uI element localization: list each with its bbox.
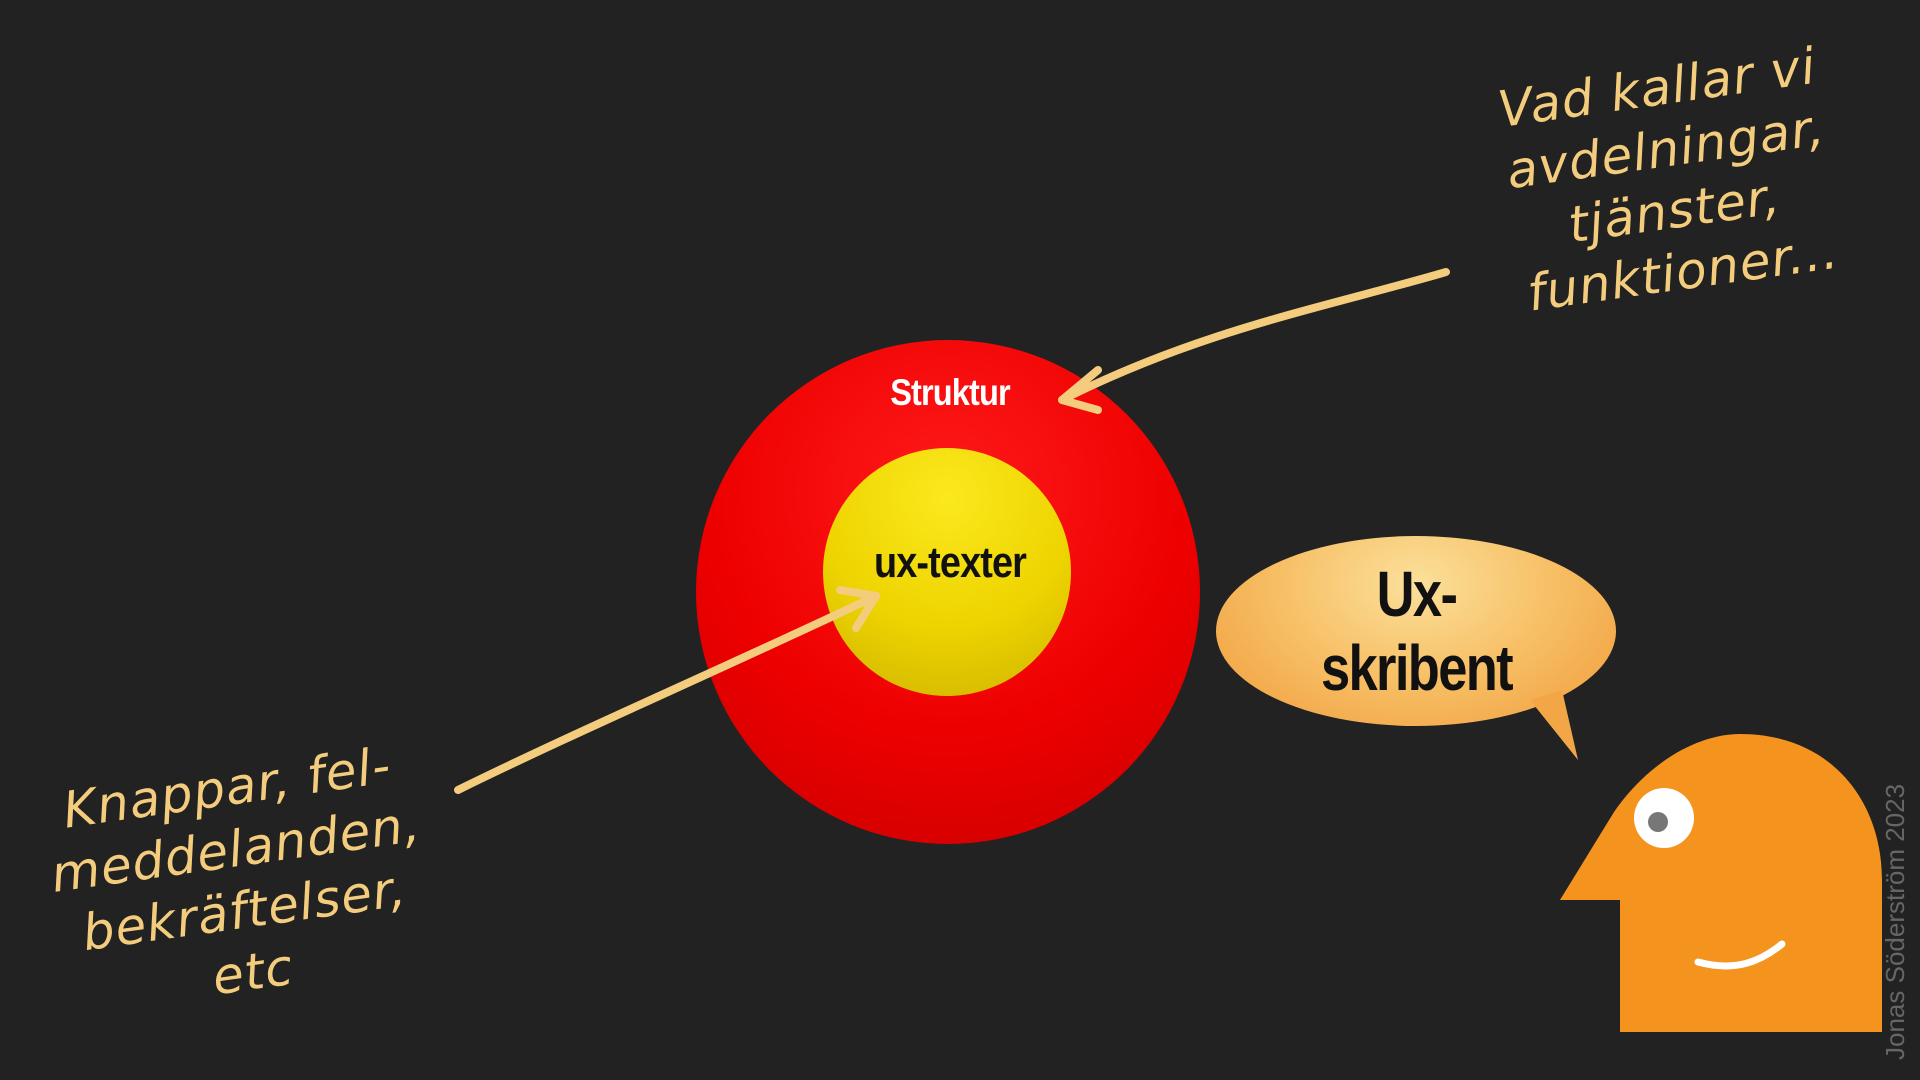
credit-text: Jonas Söderström 2023	[1880, 783, 1910, 1060]
character-head	[1560, 734, 1882, 1032]
arrow-to-ux-texts	[454, 586, 880, 794]
structure-label: Struktur	[890, 372, 1010, 413]
ux-texts-circle	[823, 448, 1071, 696]
speech-bubble-tail	[1530, 690, 1578, 760]
character-smile	[1694, 940, 1786, 970]
ux-writer-character	[1560, 734, 1882, 1032]
character-pupil	[1648, 812, 1668, 832]
arrow-to-structure	[1058, 268, 1450, 414]
speech-bubble-text: Ux- skribent	[1216, 536, 1616, 726]
speech-bubble-line-2: skribent	[1320, 632, 1513, 704]
speech-bubble-line-1: Ux-	[1376, 557, 1457, 630]
ux-texts-label: ux-texter	[873, 538, 1027, 587]
